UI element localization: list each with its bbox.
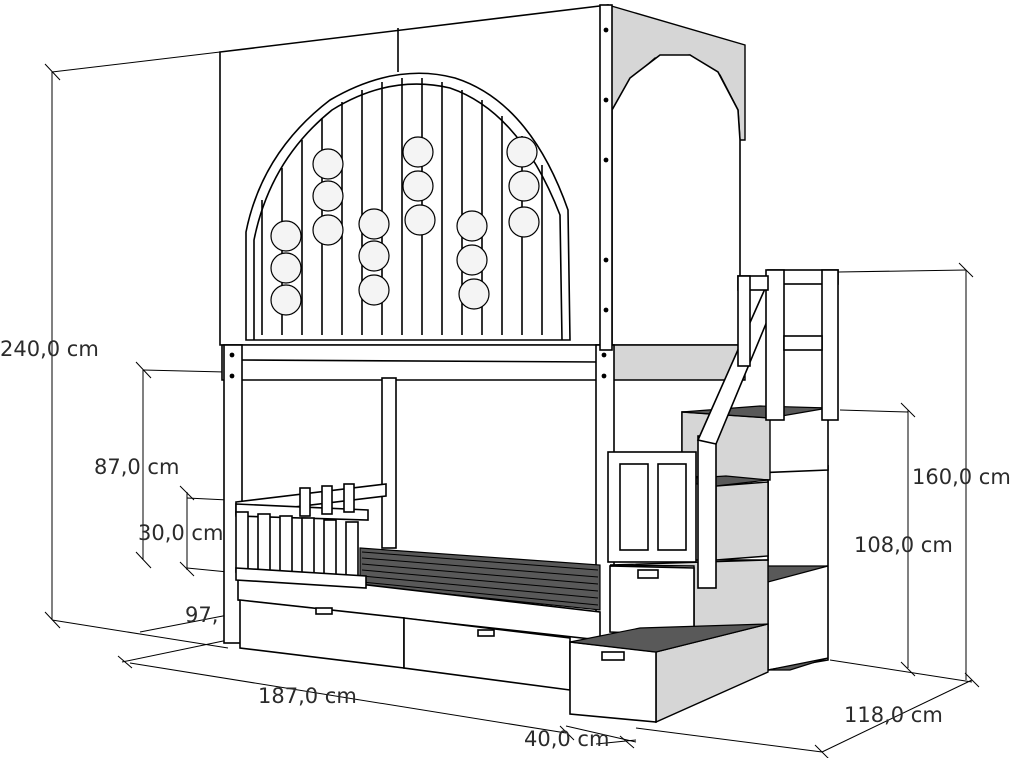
staircase <box>569 269 839 724</box>
dim-height-total: 240,0 cm <box>0 337 99 361</box>
bed-slats <box>361 551 599 606</box>
dim-upper-step-height: 108,0 cm <box>854 533 953 557</box>
dim-rail-height: 87,0 cm <box>94 455 179 479</box>
dim-width: 97, <box>185 603 218 627</box>
dim-length: 187,0 cm <box>258 684 357 708</box>
lower-guard <box>235 483 359 583</box>
dim-guard-height: 30,0 cm <box>138 521 223 545</box>
dimension-labels: 240,0 cm 87,0 cm 30,0 cm 97, 187,0 cm 40… <box>0 337 1011 751</box>
dim-step-depth: 40,0 cm <box>524 727 609 751</box>
dimension-lines <box>44 51 980 758</box>
dim-ladder-height: 160,0 cm <box>912 465 1011 489</box>
abacus-beads <box>270 136 540 316</box>
bed-structure <box>219 4 746 691</box>
dim-total-depth: 118,0 cm <box>844 703 943 727</box>
